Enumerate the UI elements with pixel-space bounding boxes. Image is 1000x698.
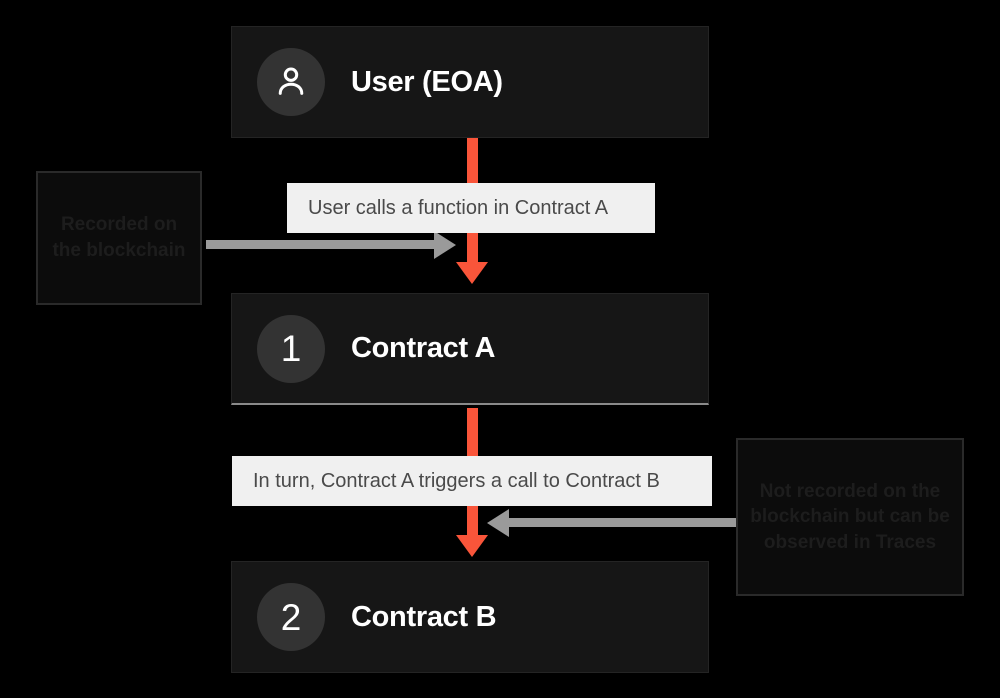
orange-arrow-user-to-caption1 — [467, 138, 478, 186]
step-number-badge-1: 1 — [257, 314, 325, 383]
node-contract-b[interactable]: 2 Contract B — [231, 561, 709, 673]
step-number-badge-2: 2 — [257, 583, 325, 651]
person-icon — [257, 48, 325, 116]
orange-arrow-caption2-to-contract-b — [467, 503, 478, 538]
node-contract-b-label: Contract B — [351, 600, 497, 633]
node-user-label: User (EOA) — [351, 65, 503, 98]
orange-arrow-contract-a-to-caption2 — [467, 408, 478, 458]
gray-arrow-shaft-right — [508, 518, 736, 527]
caption-contract-a-triggers-b: In turn, Contract A triggers a call to C… — [232, 456, 712, 506]
caption-user-calls-function: User calls a function in Contract A — [287, 183, 655, 233]
orange-arrow-caption1-to-contract-a — [467, 230, 478, 265]
node-contract-a[interactable]: 1 Contract A — [231, 293, 709, 405]
orange-arrowhead-contract-b — [456, 535, 488, 557]
gray-arrowhead-left-pointing — [487, 509, 509, 537]
gray-arrowhead-right-pointing — [434, 231, 456, 259]
orange-arrowhead-contract-a — [456, 262, 488, 284]
gray-arrow-shaft-left — [206, 240, 438, 249]
annotation-not-recorded-traces: Not recorded on the blockchain but can b… — [736, 438, 964, 596]
node-user[interactable]: User (EOA) — [231, 26, 709, 138]
node-contract-a-label: Contract A — [351, 332, 496, 364]
annotation-recorded-on-blockchain: Recorded on the blockchain — [36, 171, 202, 305]
